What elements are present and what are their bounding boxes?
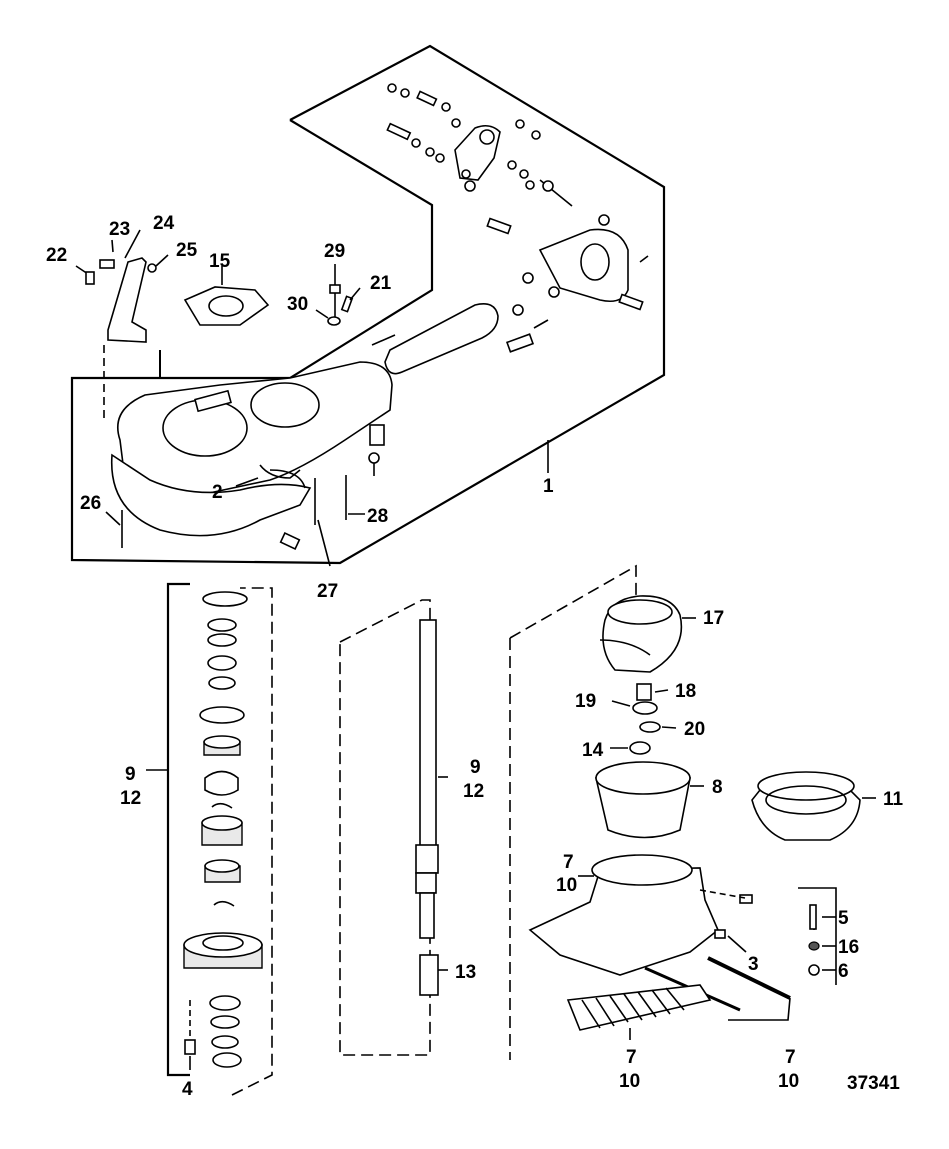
pump-housing-8 — [594, 777, 691, 839]
callout-14: 14 — [582, 740, 604, 761]
upper-left-parts — [75, 229, 361, 420]
callout-25: 25 — [176, 240, 198, 261]
callout-24: 24 — [153, 213, 175, 234]
bearing-stack-group — [146, 582, 273, 1096]
sleeve-tube — [384, 303, 499, 375]
grate-7-10 — [566, 984, 712, 1040]
callout-28: 28 — [367, 506, 388, 527]
nozzle-7-10 — [528, 867, 719, 976]
callout-29: 29 — [324, 241, 345, 262]
callout-22: 22 — [46, 245, 67, 266]
assembly-1-border — [70, 44, 666, 565]
callout-7b: 7 — [626, 1047, 637, 1068]
figure-number: 37341 — [847, 1073, 900, 1094]
callout-17: 17 — [703, 608, 724, 629]
callout-15: 15 — [209, 251, 231, 272]
callout-7a: 7 — [563, 852, 574, 873]
callout-6: 6 — [838, 961, 849, 982]
callout-10a: 10 — [556, 875, 577, 896]
callout-3: 3 — [748, 954, 759, 975]
callout-2: 2 — [212, 482, 223, 503]
callout-20: 20 — [684, 719, 705, 740]
callout-1: 1 — [543, 476, 554, 497]
pump-housing — [110, 361, 393, 537]
sleeve-13 — [419, 954, 439, 996]
callout-5: 5 — [838, 908, 849, 929]
callout-30: 30 — [287, 294, 308, 315]
bracket-24 — [107, 257, 147, 343]
callout-13: 13 — [455, 962, 476, 983]
driveshaft — [419, 619, 437, 871]
steering-bracket — [486, 214, 649, 353]
callout-12a: 12 — [120, 788, 141, 809]
callout-18: 18 — [675, 681, 696, 702]
callout-16: 16 — [838, 937, 859, 958]
callout-21: 21 — [370, 273, 392, 294]
callout-27: 27 — [317, 581, 338, 602]
housing-assembly-group — [70, 44, 666, 567]
callout-26: 26 — [80, 493, 101, 514]
callout-19: 19 — [575, 691, 596, 712]
bracket-hardware — [386, 83, 573, 207]
callout-23: 23 — [109, 219, 130, 240]
driveshaft-group — [339, 599, 448, 1056]
callout-8: 8 — [712, 777, 723, 798]
callout-11: 11 — [883, 789, 904, 810]
callout-7c: 7 — [785, 1047, 796, 1068]
callout-9a: 9 — [125, 764, 136, 785]
impeller-group — [509, 564, 876, 1060]
callout-4: 4 — [182, 1079, 193, 1100]
callout-10c: 10 — [778, 1071, 799, 1092]
callout-12b: 12 — [463, 781, 484, 802]
callout-labels: 1 2 3 4 5 6 7 10 7 10 7 10 8 9 12 9 12 1… — [46, 213, 904, 1100]
callout-10b: 10 — [619, 1071, 640, 1092]
callout-9b: 9 — [470, 757, 481, 778]
